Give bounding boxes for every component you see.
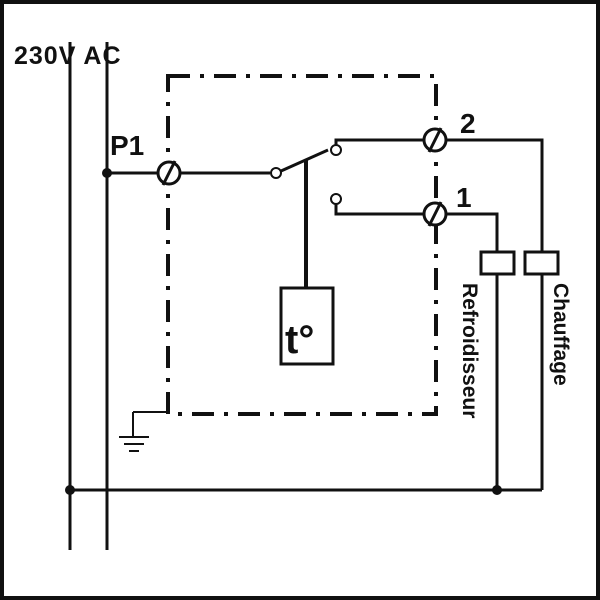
cooler-label: Refroidisseur (458, 283, 481, 418)
temperature-sensor (279, 286, 335, 366)
p1-terminal-icon (156, 160, 182, 186)
terminal-1-icon (422, 201, 448, 227)
terminal-2-label: 2 (460, 108, 476, 139)
supply-label: 230V AC (14, 42, 122, 70)
heater-label: Chauffage (549, 283, 572, 386)
sensor-label: t° (285, 318, 314, 362)
return-junction-dot (492, 485, 502, 495)
terminal-2-icon (422, 127, 448, 153)
neutral-junction-dot (65, 485, 75, 495)
terminal-1-label: 1 (456, 182, 472, 213)
ground-icon (119, 411, 168, 452)
thermostat-enclosure (166, 74, 438, 416)
heating-wire (334, 138, 544, 252)
cooling-wire (334, 204, 499, 252)
terminal-p1-label: P1 (110, 130, 144, 161)
heater-load (523, 250, 560, 276)
cooler-load (479, 250, 516, 276)
